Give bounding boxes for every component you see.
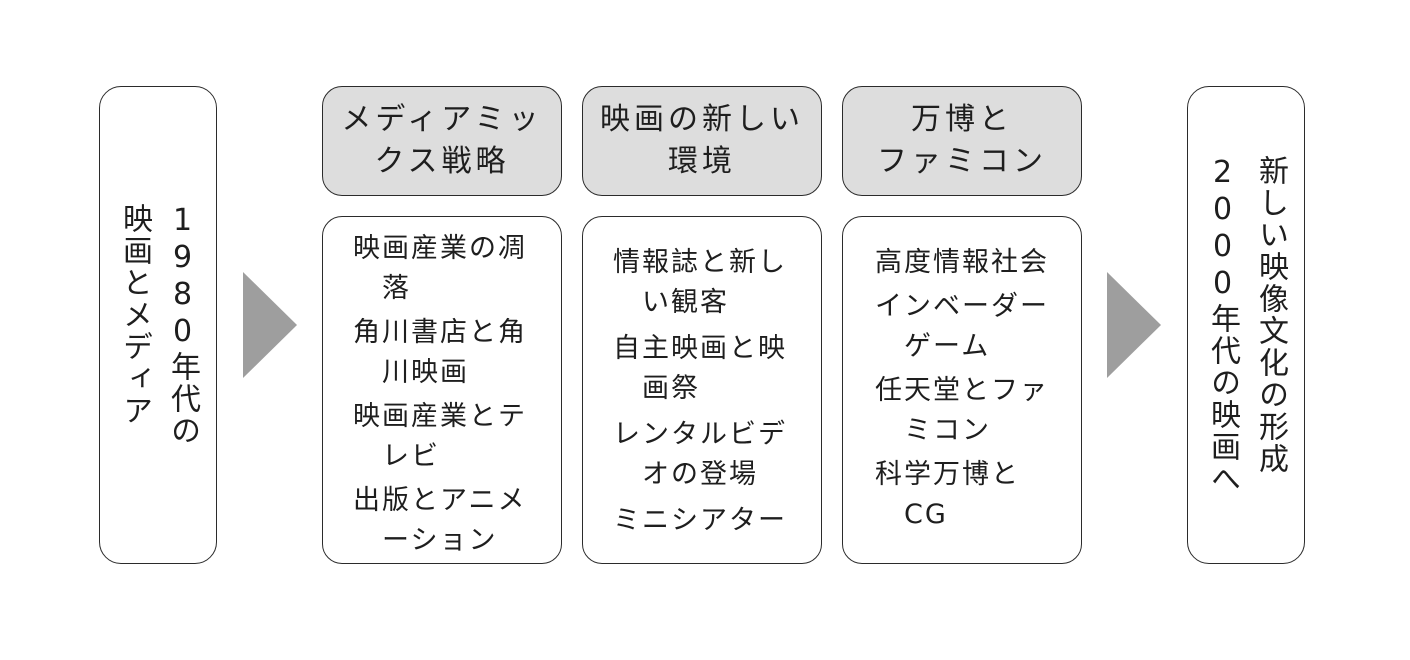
list-item: 科学万博と CG	[875, 459, 1020, 530]
column-header-label: 万博と ファミコン	[877, 102, 1047, 179]
list-item: 自主映画と映 画祭	[613, 333, 787, 404]
list-item: 情報誌と新し い観客	[613, 247, 787, 318]
start-box: 1980年代の 映画とメディア	[99, 86, 217, 564]
end-box: 新しい映像文化の形成 2000年代の映画へ	[1187, 86, 1305, 564]
list-item: 任天堂とファ ミコン	[875, 375, 1049, 446]
column-header-new-environment: 映画の新しい 環境	[582, 86, 822, 196]
list-item: 出版とアニメ ーション	[353, 485, 527, 556]
item-list: 情報誌と新し い観客 自主映画と映 画祭 レンタルビデ オの登場 ミニシアター	[613, 243, 808, 547]
list-item: 角川書店と角 川映画	[353, 317, 527, 388]
arrow-right-icon	[1107, 272, 1161, 378]
list-item: レンタルビデ オの登場	[613, 419, 787, 490]
column-header-media-mix: メディアミッ クス戦略	[322, 86, 562, 196]
list-item: 映画産業の凋 落	[353, 233, 527, 304]
start-label: 1980年代の 映画とメディア	[117, 203, 200, 447]
list-item: インベーダー ゲーム	[875, 291, 1049, 362]
column-content-expo-famicom: 高度情報社会 インベーダー ゲーム 任天堂とファ ミコン 科学万博と CG	[842, 216, 1082, 564]
column-header-label: 映画の新しい 環境	[600, 102, 804, 179]
list-item: 映画産業とテ レビ	[353, 401, 527, 472]
column-content-media-mix: 映画産業の凋 落 角川書店と角 川映画 映画産業とテ レビ 出版とアニメ ーショ…	[322, 216, 562, 564]
list-item: ミニシアター	[613, 505, 787, 536]
column-header-label: メディアミッ クス戦略	[341, 102, 543, 179]
arrow-right-icon	[243, 272, 297, 378]
item-list: 高度情報社会 インベーダー ゲーム 任天堂とファ ミコン 科学万博と CG	[875, 243, 1070, 539]
column-header-expo-famicom: 万博と ファミコン	[842, 86, 1082, 196]
list-item: 高度情報社会	[875, 247, 1049, 278]
item-list: 映画産業の凋 落 角川書店と角 川映画 映画産業とテ レビ 出版とアニメ ーショ…	[353, 229, 548, 565]
column-content-new-environment: 情報誌と新し い観客 自主映画と映 画祭 レンタルビデ オの登場 ミニシアター	[582, 216, 822, 564]
end-label: 新しい映像文化の形成 2000年代の映画へ	[1205, 155, 1288, 495]
